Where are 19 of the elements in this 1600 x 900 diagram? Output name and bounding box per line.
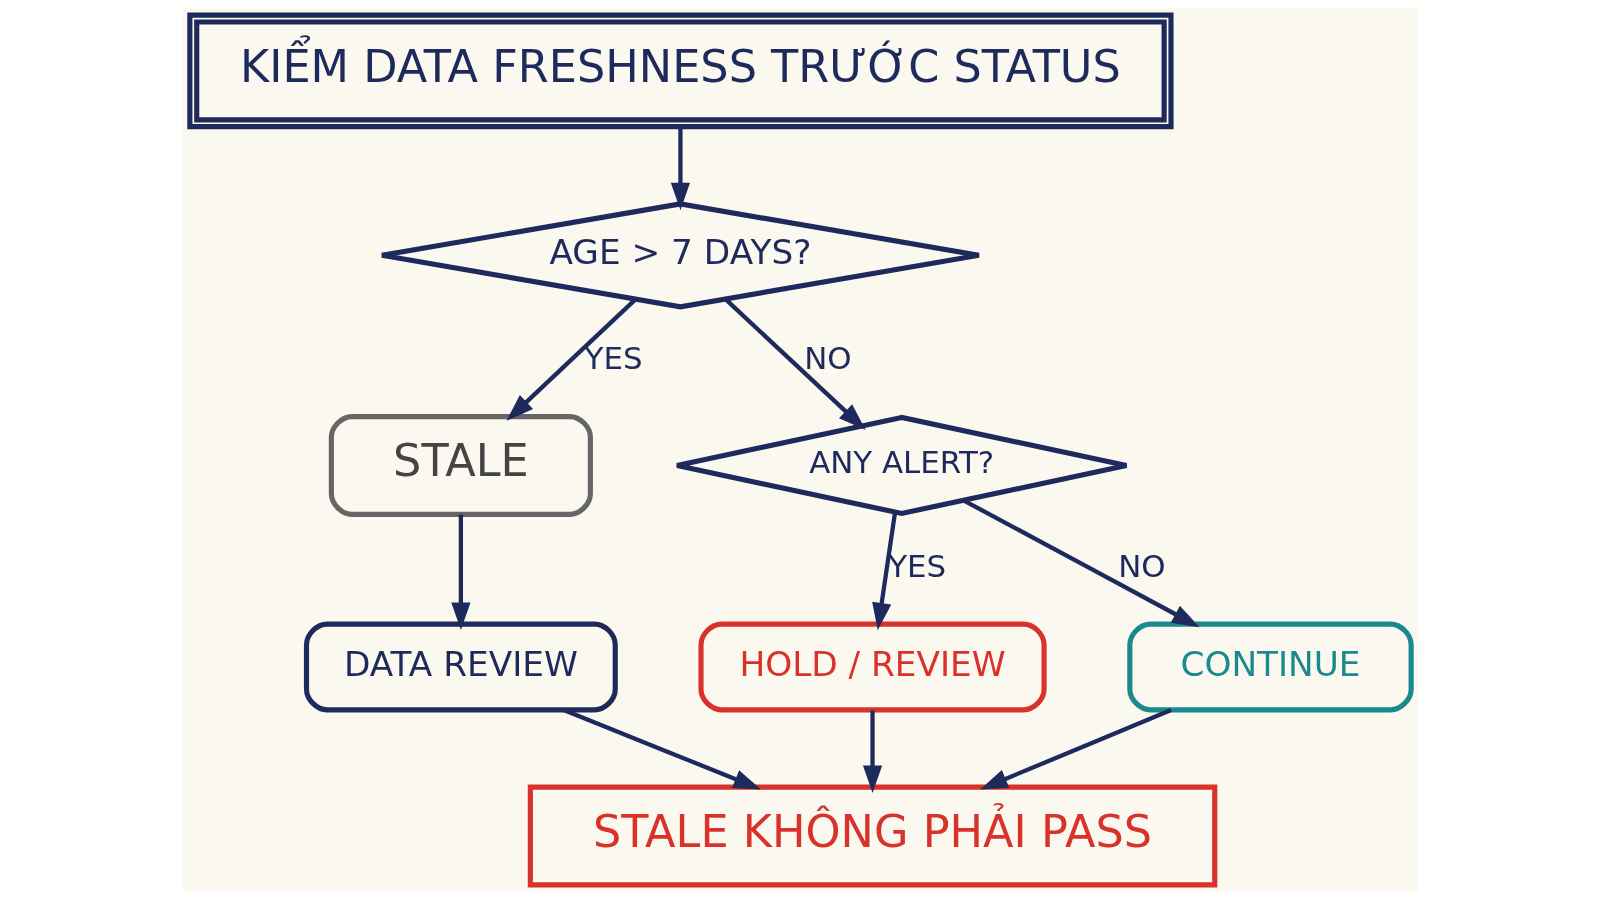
node-box: KIỂM DATA FRESHNESS TRƯỚC STATUS [186,12,1174,130]
edge-label: NO [1117,547,1166,584]
arrow [871,511,897,631]
arrow [450,514,470,631]
node-box: HOLD / REVIEW [697,621,1047,713]
arrow [562,708,761,790]
node-box: CONTINUE [1126,621,1414,713]
arrow [670,126,690,211]
node-diamond: ANY ALERT? [673,414,1129,517]
arrow [979,708,1172,790]
node-box: STALE [328,413,593,517]
node-box: STALE KHÔNG PHẢI PASS [527,784,1217,888]
edge-label: NO [803,340,852,377]
edge-label: YES [584,340,642,377]
arrow [862,710,882,794]
arrow [723,297,866,431]
edge-label: YES [887,547,946,584]
arrow [961,498,1200,628]
node-box: DATA REVIEW [303,621,618,713]
